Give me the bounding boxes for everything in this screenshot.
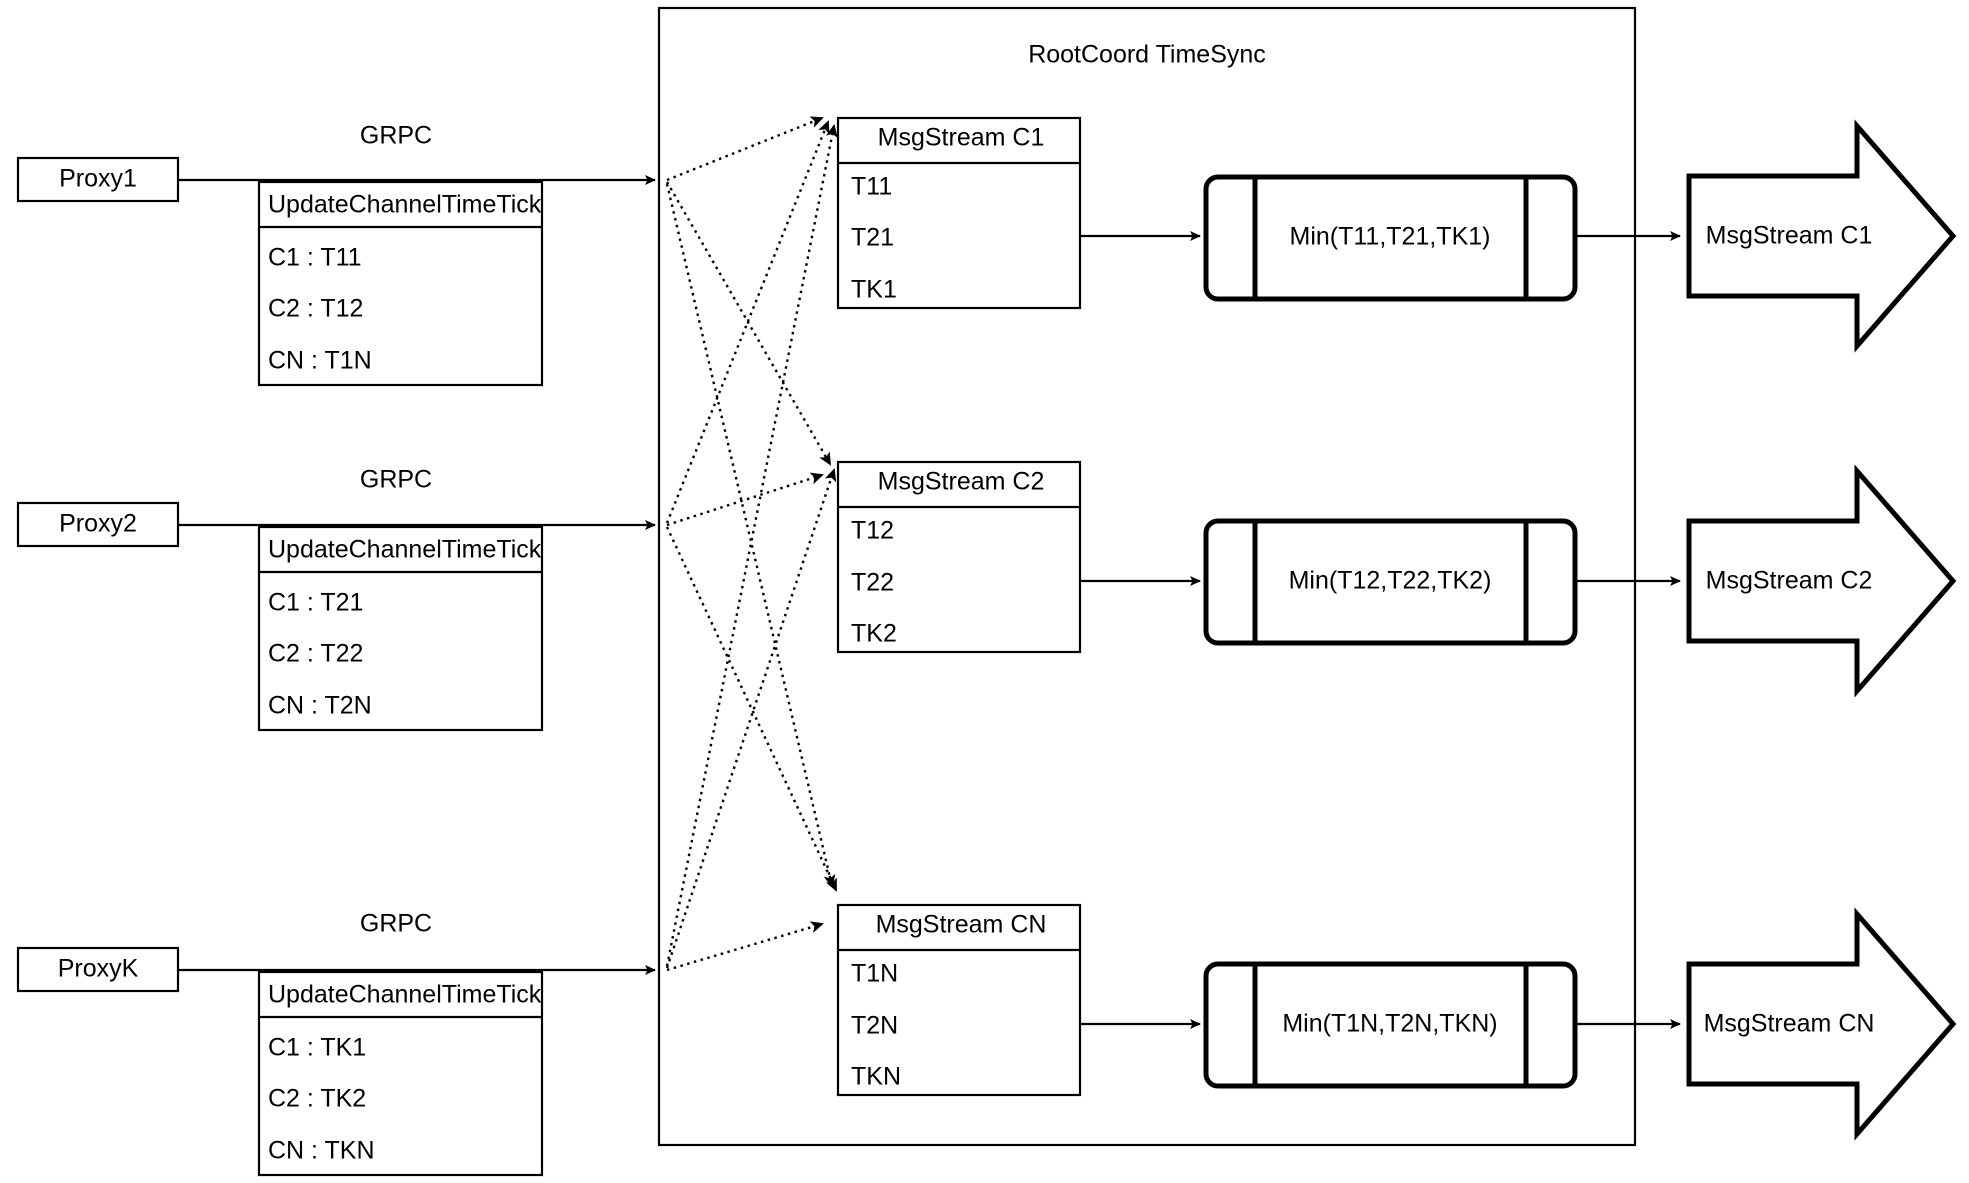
output-label-3: MsgStream CN [1704, 1010, 1875, 1038]
dotted-p1-to-cn [665, 183, 836, 888]
msgstream-row-2-1: T22 [851, 569, 894, 597]
min-process-label-2: Min(T12,T22,TK2) [1289, 567, 1492, 595]
msgstream-header-2: MsgStream C2 [878, 468, 1045, 496]
proxy-group-1: Proxy1 GRPC UpdateChannelTimeTick C1 : T… [16, 122, 656, 387]
msgstream-header-1: MsgStream C1 [878, 124, 1045, 152]
grpc-label-1: GRPC [360, 122, 432, 150]
request-table-1: UpdateChannelTimeTick C1 : T11 C2 : T12 … [257, 180, 544, 387]
msgstream-row-2-2: TK2 [851, 620, 897, 648]
dotted-p1-to-c2 [665, 181, 832, 466]
msgstream-table-3: MsgStream CN T1N T2N TKN [836, 903, 1082, 1097]
fanout-connectors [665, 116, 838, 972]
request-row-2-0: C1 : T21 [268, 589, 363, 617]
min-process-label-3: Min(T1N,T2N,TKN) [1282, 1010, 1497, 1038]
request-row-2-1: C2 : T22 [268, 640, 363, 668]
proxy-group-2: Proxy2 GRPC UpdateChannelTimeTick C1 : T… [16, 466, 656, 732]
msgstream-table-1: MsgStream C1 T11 T21 TK1 [836, 116, 1082, 310]
grpc-label-3: GRPC [360, 910, 432, 938]
request-header-2: UpdateChannelTimeTick [268, 536, 542, 564]
proxy-box-1[interactable] [16, 156, 180, 203]
channel-group-3: MsgStream CN T1N T2N TKN Min(T1N,T2N,TKN… [836, 903, 1957, 1141]
proxy-label-1: Proxy1 [59, 165, 137, 193]
dotted-pk-to-cn [666, 921, 824, 972]
request-table-2: UpdateChannelTimeTick C1 : T21 C2 : T22 … [257, 525, 544, 732]
request-row-1-1: C2 : T12 [268, 295, 363, 323]
dotted-pk-to-c1 [665, 124, 838, 967]
request-row-1-2: CN : T1N [268, 347, 372, 375]
output-arrow-2[interactable]: MsgStream C2 [1686, 464, 1957, 698]
request-header-3: UpdateChannelTimeTick [268, 981, 542, 1009]
request-table-3: UpdateChannelTimeTick C1 : TK1 C2 : TK2 … [257, 970, 544, 1177]
min-process-2[interactable]: Min(T12,T22,TK2) [1203, 518, 1578, 646]
msgstream-row-2-0: T12 [851, 517, 894, 545]
request-row-3-2: CN : TKN [268, 1137, 375, 1165]
dotted-p2-to-c1 [665, 120, 830, 524]
msgstream-row-3-0: T1N [851, 960, 898, 988]
request-header-1: UpdateChannelTimeTick [268, 191, 542, 219]
output-label-1: MsgStream C1 [1706, 222, 1873, 250]
msgstream-row-1-1: T21 [851, 224, 894, 252]
proxy-group-3: ProxyK GRPC UpdateChannelTimeTick C1 : T… [16, 910, 656, 1177]
msgstream-row-1-2: TK1 [851, 276, 897, 304]
proxy-label-2: Proxy2 [59, 510, 137, 538]
min-process-1[interactable]: Min(T11,T21,TK1) [1203, 174, 1578, 302]
rootcoord-title: RootCoord TimeSync [1028, 41, 1266, 69]
msgstream-row-3-1: T2N [851, 1012, 898, 1040]
grpc-label-2: GRPC [360, 466, 432, 494]
channel-group-1: MsgStream C1 T11 T21 TK1 Min(T11,T21,TK1… [836, 116, 1957, 353]
proxy-box-3[interactable] [16, 946, 180, 993]
channel-group-2: MsgStream C2 T12 T22 TK2 Min(T12,T22,TK2… [836, 460, 1957, 698]
request-row-1-0: C1 : T11 [268, 244, 362, 272]
output-label-2: MsgStream C2 [1706, 567, 1873, 595]
min-process-label-1: Min(T11,T21,TK1) [1290, 223, 1491, 251]
request-row-3-0: C1 : TK1 [268, 1034, 366, 1062]
output-arrow-3[interactable]: MsgStream CN [1686, 907, 1957, 1141]
min-process-3[interactable]: Min(T1N,T2N,TKN) [1203, 961, 1578, 1089]
msgstream-header-3: MsgStream CN [876, 911, 1047, 939]
request-row-2-2: CN : T2N [268, 692, 372, 720]
request-row-3-1: C2 : TK2 [268, 1085, 366, 1113]
msgstream-row-3-2: TKN [851, 1063, 901, 1091]
proxy-label-3: ProxyK [58, 955, 139, 983]
msgstream-table-2: MsgStream C2 T12 T22 TK2 [836, 460, 1082, 654]
msgstream-row-1-0: T11 [851, 173, 892, 201]
output-arrow-1[interactable]: MsgStream C1 [1686, 119, 1957, 353]
